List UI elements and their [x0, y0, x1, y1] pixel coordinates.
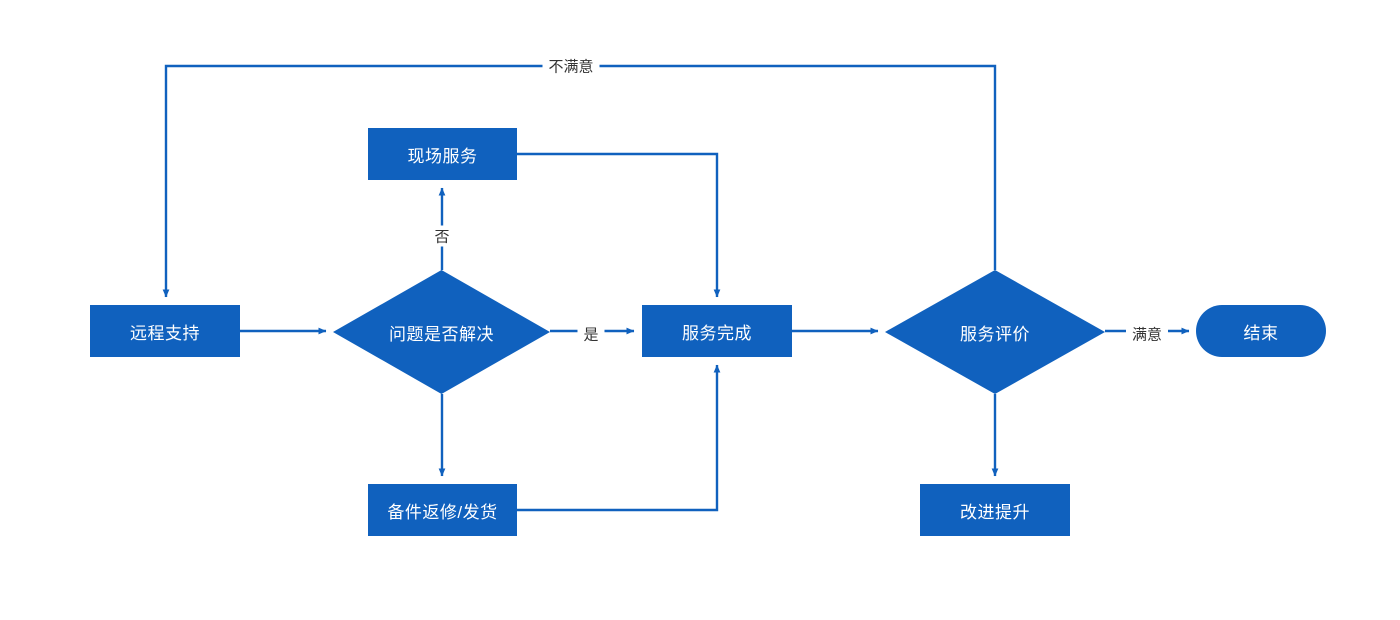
node-end[interactable]: 结束	[1196, 305, 1326, 357]
node-onsite-service[interactable]: 现场服务	[368, 128, 517, 180]
node-parts-repair[interactable]: 备件返修/发货	[368, 484, 517, 536]
node-label-improvement: 改进提升	[960, 502, 1030, 522]
node-label-remote-support: 远程支持	[130, 323, 200, 343]
edge-onsite-to-done	[517, 152, 721, 298]
node-label-end: 结束	[1243, 323, 1279, 343]
edge-label-yes: 是	[577, 323, 605, 345]
edge-label-dissatisfied: 不满意	[542, 55, 600, 77]
node-remote-support[interactable]: 远程支持	[90, 305, 240, 357]
node-label-onsite-service: 现场服务	[407, 146, 478, 166]
node-service-done[interactable]: 服务完成	[642, 305, 792, 357]
edge-review-dissatisfied	[162, 64, 997, 298]
node-label-service-review: 服务评价	[960, 324, 1030, 344]
node-label-service-done: 服务完成	[682, 323, 752, 343]
edge-label-satisfied: 满意	[1125, 323, 1169, 345]
node-issue-resolved[interactable]: 问题是否解决	[333, 270, 550, 394]
edge-parts-to-done	[517, 364, 721, 512]
node-label-issue-resolved: 问题是否解决	[389, 324, 494, 344]
node-improvement[interactable]: 改进提升	[920, 484, 1070, 536]
node-service-review[interactable]: 服务评价	[885, 270, 1105, 394]
edge-label-no: 否	[428, 225, 456, 247]
node-label-parts-repair: 备件返修/发货	[387, 502, 498, 522]
